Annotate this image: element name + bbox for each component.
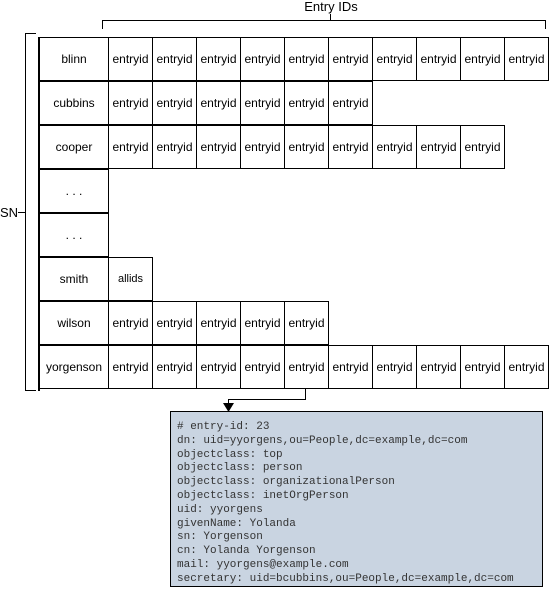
entryid-cell: entryid xyxy=(196,345,241,389)
record-line: uid: yyorgens xyxy=(177,503,263,516)
entryid-cell: entryid xyxy=(328,345,373,389)
entryid-cell: entryid xyxy=(240,301,285,345)
entryid-cell: entryid xyxy=(108,125,153,169)
entryid-cell: entryid xyxy=(152,345,197,389)
record-line: givenName: Yolanda xyxy=(177,517,296,530)
entryid-cell: entryid xyxy=(152,125,197,169)
entryid-cell: entryid xyxy=(328,125,373,169)
index-key-cell: wilson xyxy=(40,301,109,345)
entryid-cell: entryid xyxy=(504,37,549,81)
entryid-cell: entryid xyxy=(152,37,197,81)
index-key-cell: blinn xyxy=(40,37,109,81)
entryid-cell: entryid xyxy=(460,125,505,169)
entryid-cell: entryid xyxy=(460,37,505,81)
entryid-cell: entryid xyxy=(196,37,241,81)
entryid-cell: entryid xyxy=(504,345,549,389)
entryid-cell: entryid xyxy=(152,301,197,345)
index-key-cell: . . . xyxy=(40,213,109,257)
sn-label: SN xyxy=(0,205,19,220)
entryid-cell: entryid xyxy=(284,81,329,125)
entryid-cell: entryid xyxy=(372,345,417,389)
entryid-cell: entryid xyxy=(328,81,373,125)
index-key-cell: . . . xyxy=(40,169,109,213)
record-line: objectclass: inetOrgPerson xyxy=(177,489,349,502)
entryid-cell: entryid xyxy=(284,301,329,345)
entryid-cell: entryid xyxy=(416,125,461,169)
record-line: mail: yyorgens@example.com xyxy=(177,558,349,571)
entryid-cell: entryid xyxy=(240,37,285,81)
arrowhead-icon xyxy=(223,403,234,412)
record-line: cn: Yolanda Yorgenson xyxy=(177,545,316,558)
allids-cell: allids xyxy=(108,257,153,301)
entryid-cell: entryid xyxy=(372,125,417,169)
index-key-cell: cubbins xyxy=(40,81,109,125)
index-key-cell: yorgenson xyxy=(40,345,109,389)
index-row: . . . xyxy=(40,213,109,257)
entryid-cell: entryid xyxy=(152,81,197,125)
entryid-cell: entryid xyxy=(196,125,241,169)
index-row: . . . xyxy=(40,169,109,213)
entryid-cell: entryid xyxy=(284,37,329,81)
entry-ids-label: Entry IDs xyxy=(304,0,358,14)
entryid-cell: entryid xyxy=(196,81,241,125)
entryid-cell: entryid xyxy=(416,37,461,81)
entryid-cell: entryid xyxy=(108,37,153,81)
record-line: objectclass: organizationalPerson xyxy=(177,476,395,489)
record-line: objectclass: person xyxy=(177,462,303,475)
index-key-cell: smith xyxy=(40,257,109,301)
record-line: # entry-id: 23 xyxy=(177,421,270,433)
record-line: sn: Yorgenson xyxy=(177,531,263,544)
entryid-cell: entryid xyxy=(328,37,373,81)
entryid-cell: entryid xyxy=(196,301,241,345)
record-line: objectclass: top xyxy=(177,448,283,461)
index-key-cell: cooper xyxy=(40,125,109,169)
entryid-cell: entryid xyxy=(240,125,285,169)
entryid-cell: entryid xyxy=(240,81,285,125)
entryid-cell: entryid xyxy=(240,345,285,389)
record-line: dn: uid=yyorgens,ou=People,dc=example,dc… xyxy=(177,434,468,447)
record-line: secretary: uid=bcubbins,ou=People,dc=exa… xyxy=(177,572,514,585)
entryid-cell: entryid xyxy=(284,345,329,389)
entryid-cell: entryid xyxy=(108,81,153,125)
entryid-cell: entryid xyxy=(284,125,329,169)
entryid-cell: entryid xyxy=(372,37,417,81)
entryid-cell: entryid xyxy=(416,345,461,389)
entryid-cell: entryid xyxy=(108,345,153,389)
entryid-cell: entryid xyxy=(108,301,153,345)
entryid-cell: entryid xyxy=(460,345,505,389)
